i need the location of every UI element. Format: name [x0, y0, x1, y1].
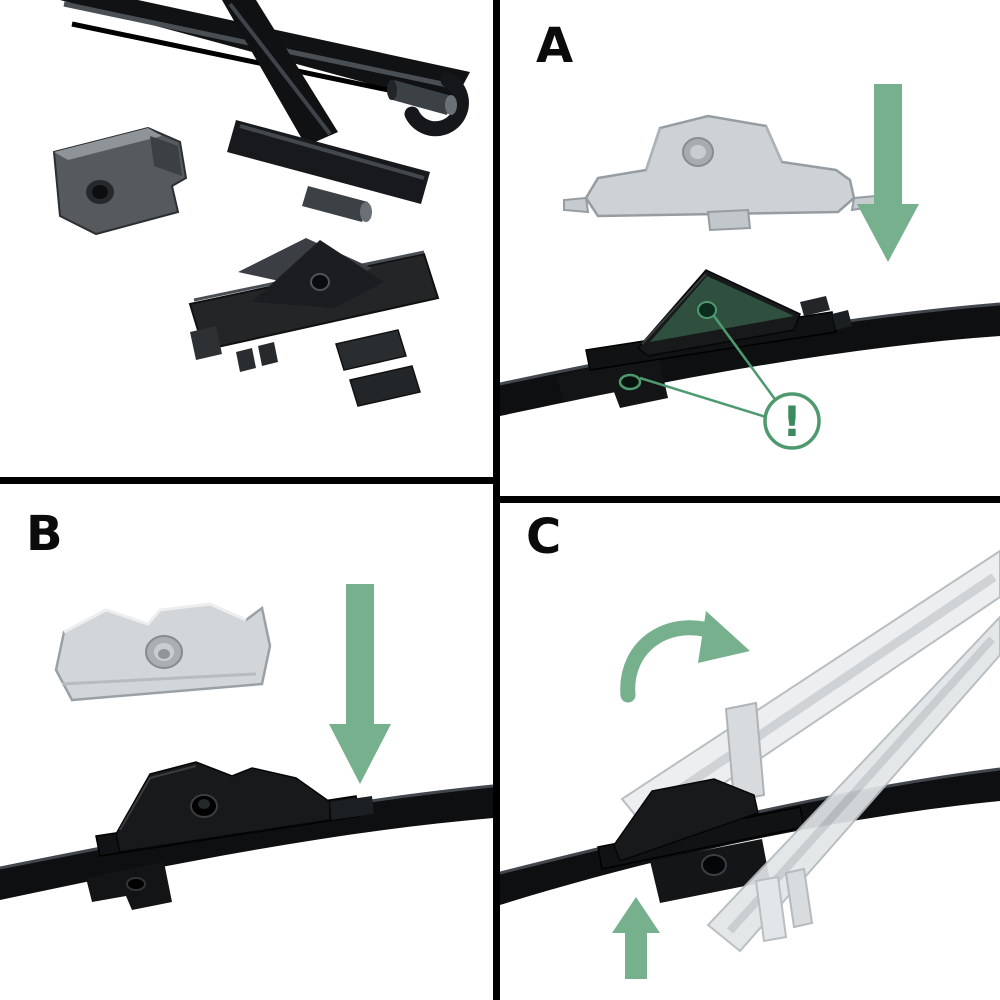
warning-callout: !: [639, 315, 821, 450]
divider-horizontal-right: [500, 496, 1000, 503]
wiper-arm-illustration: [620, 549, 1000, 835]
mounted-adapter-illustration: [597, 778, 805, 903]
down-arrow-icon: [857, 84, 919, 262]
gray-adapter-illustration: [54, 602, 272, 702]
step-c-illustration: [500, 549, 1000, 979]
warning-exclamation-icon: !: [782, 397, 801, 446]
down-arrow-icon: [329, 584, 391, 784]
adapter-part-illustration: [188, 238, 440, 407]
wiper-blade-illustration: [500, 302, 1000, 416]
warning-circle-icon: [763, 392, 821, 450]
panel-step-a: A: [500, 0, 1000, 497]
connector-clip-illustration: [52, 126, 188, 236]
parts-illustration: [52, 0, 470, 407]
connector-prongs-illustration: [754, 867, 814, 943]
mounted-adapter-illustration: [95, 761, 374, 857]
divider-vertical: [493, 0, 500, 1000]
step-b-illustration: [0, 584, 493, 910]
panel-step-c: C: [500, 503, 1000, 1000]
wiper-arm-illustration: [60, 0, 470, 222]
panel-parts-overview: [0, 0, 493, 477]
step-a-label: A: [536, 18, 574, 74]
up-arrow-icon: [612, 897, 660, 979]
mounted-adapter-illustration: [585, 269, 852, 371]
panel-step-b: B: [0, 484, 493, 1000]
step-b-label: B: [26, 506, 63, 562]
divider-horizontal-left: [0, 477, 493, 484]
step-c-label: C: [526, 509, 562, 565]
step-a-illustration: !: [500, 84, 1000, 450]
curved-arrow-icon: [620, 611, 750, 703]
gray-adapter-illustration: [563, 114, 877, 232]
